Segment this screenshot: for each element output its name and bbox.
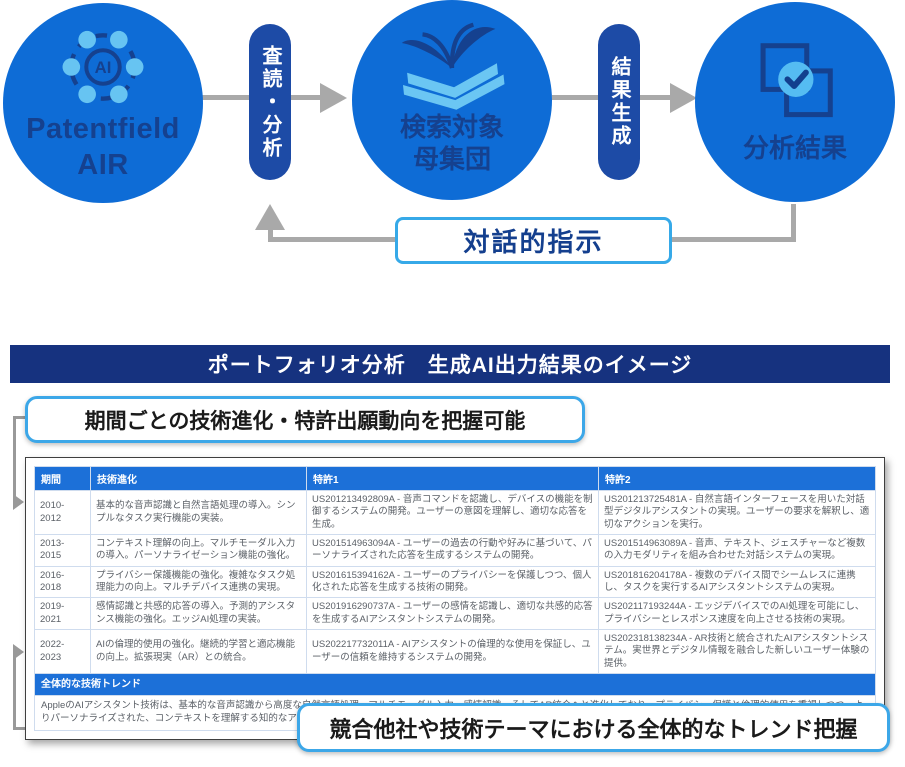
column-header: 特許1 [306,466,599,491]
table-cell: US201816204178A - 複数のデバイス間でシームレスに連携し、タスク… [598,565,876,599]
trend-header-cell: 全体的な技術トレンド [34,673,876,697]
flow-node-analysis-result: 分析結果 [695,2,895,202]
table-cell: US201916290737A - ユーザーの感情を認識し、適切な共感的応答を生… [306,597,599,631]
interactive-instruction-box: 対話的指示 [395,217,672,264]
table-cell: 2016-2018 [34,565,91,599]
callout-period-trends: 期間ごとの技術進化・特許出願動向を把握可能 [25,396,585,443]
open-book-icon [401,22,505,110]
table-cell: 2019-2021 [34,597,91,631]
callout-bottom-connector-v [13,652,16,730]
table-cell: コンテキスト理解の向上。マルチモーダル入力の導入。パーソナライゼーション機能の強… [90,534,307,567]
table-cell: プライバシー保護機能の強化。複雑なタスク処理能力の向上。マルチデバイス連携の実現… [90,565,307,599]
table-cell: AIの倫理的使用の強化。継続的学習と適応機能の向上。拡張現実（AR）との統合。 [90,629,307,675]
table-cell: US201213725481A - 自然言語インターフェースを用いた対話型デジタ… [598,489,876,536]
flow-node-patentfield-air: AI Patentfield AIR [3,3,203,203]
table-cell: US201213492809A - 音声コマンドを認識し、デバイスの機能を制御す… [306,489,599,536]
callout-top-connector-h [13,416,27,419]
flow-step-review-analysis: 査読・分析 [249,24,291,180]
table-cell: US202318138234A - AR技術と統合されたAIアシスタントシステム… [598,629,876,675]
table-cell: US201514963089A - 音声、テキスト、ジェスチャーなど複数の入力モ… [598,534,876,567]
table-cell: US202117193244A - エッジデバイスでのAI処理を可能にし、プライ… [598,597,876,631]
section-banner: ポートフォリオ分析 生成AI出力結果のイメージ [10,345,890,383]
feedback-line-right [672,237,794,242]
flow-arrow-1 [320,83,347,113]
feedback-arrow-up [255,204,285,230]
callout-bottom-connector-arrow [13,644,24,660]
trend-header-row: 全体的な技術トレンド [34,673,876,697]
feedback-line-left [268,237,396,242]
table-cell: 基本的な音声認識と自然言語処理の導入。シンプルなタスク実行機能の実装。 [90,489,307,536]
feedback-line-down [791,204,796,242]
analysis-check-icon [760,42,833,117]
column-header: 期間 [34,466,91,491]
ai-network-icon: AI [62,30,144,103]
node-label: 検索対象 母集団 [399,111,504,175]
column-header: 技術進化 [90,466,307,491]
svg-text:AI: AI [95,58,112,77]
table-cell: US201615394162A - ユーザーのプライバシーを保護しつつ、個人化さ… [306,565,599,599]
flow-arrow-2 [670,83,697,113]
table-cell: US201514963094A - ユーザーの過去の行動や好みに基づいて、パーソ… [306,534,599,567]
flow-node-search-population: 検索対象 母集団 [352,0,552,200]
table-cell: 2013-2015 [34,534,91,567]
node-label: Patentfield AIR [26,112,180,181]
feedback-line-stub [268,228,273,240]
callout-top-connector-v [13,416,16,502]
node-label: 分析結果 [742,132,847,163]
table-cell: US202217732011A - AIアシスタントの倫理的な使用を保証し、ユー… [306,629,599,675]
table-cell: 2022-2023 [34,629,91,675]
table-cell: 感情認識と共感的応答の導入。予測的アシスタンス機能の強化。エッジAI処理の実装。 [90,597,307,631]
callout-overall-trends: 競合他社や技術テーマにおける全体的なトレンド把握 [297,703,890,752]
callout-top-connector-arrow [13,494,24,510]
table-cell: 2010-2012 [34,489,91,536]
flow-step-result-generation: 結果生成 [598,24,640,180]
column-header: 特許2 [598,466,876,491]
